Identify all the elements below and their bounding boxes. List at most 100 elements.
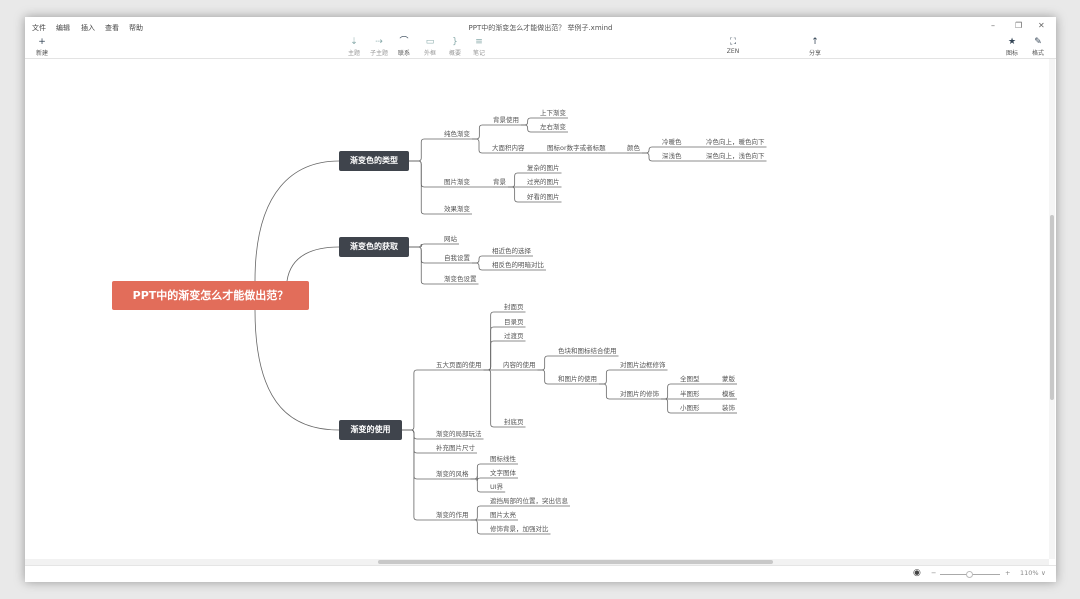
connector-line	[521, 124, 540, 133]
topic-c4[interactable]: 渐变的风格	[436, 470, 469, 478]
topic-a12[interactable]: 大面积内容	[492, 144, 525, 152]
topic-c1422[interactable]: 对图片的修饰	[620, 390, 659, 398]
menu-view[interactable]: 查看	[105, 24, 119, 32]
topic-a12211[interactable]: 冷色向上，暖色向下	[706, 138, 765, 146]
topic-c11[interactable]: 封面页	[504, 303, 524, 311]
topic-c14222[interactable]: 半图形	[680, 390, 700, 398]
topic-c15[interactable]: 封底页	[504, 418, 524, 426]
summary-icon: }	[452, 37, 458, 47]
summary-button[interactable]: }概要	[443, 37, 467, 57]
topic-c1[interactable]: 五大页面的使用	[436, 361, 482, 369]
minimize-button[interactable]: –	[991, 21, 995, 30]
topic-c142221[interactable]: 模板	[722, 390, 735, 398]
connector-line	[537, 355, 558, 371]
topic-c2[interactable]: 渐变的局部玩法	[436, 430, 482, 438]
topic-a212[interactable]: 过亮的图片	[527, 178, 560, 186]
topic-a111[interactable]: 上下渐变	[540, 109, 566, 117]
zoom-slider-handle[interactable]	[966, 571, 973, 578]
zoom-out-button[interactable]: −	[931, 569, 937, 577]
close-button[interactable]: ✕	[1038, 21, 1045, 30]
topic-b21[interactable]: 相近色的选择	[492, 247, 531, 255]
connector-line	[483, 340, 504, 371]
horizontal-scrollbar[interactable]	[25, 559, 1049, 565]
topic-c1421[interactable]: 对图片边框修饰	[620, 361, 666, 369]
topic-c142231[interactable]: 装饰	[722, 404, 735, 412]
topic-c14221[interactable]: 全图型	[680, 375, 700, 383]
topic-a21[interactable]: 背景	[493, 178, 506, 186]
zoom-in-button[interactable]: +	[1005, 569, 1011, 577]
topic-c14[interactable]: 内容的使用	[503, 361, 536, 369]
zen-button[interactable]: ⛶ZEN	[721, 37, 745, 55]
boundary-button[interactable]: ▭外框	[418, 37, 442, 57]
main-topic-types[interactable]: 渐变色的类型	[339, 151, 409, 171]
zoom-level[interactable]: 110%	[1020, 569, 1039, 577]
menu-help[interactable]: 帮助	[129, 24, 143, 32]
connector-line	[470, 478, 490, 493]
topic-a121[interactable]: 图标or数字或者标题	[547, 144, 606, 152]
connector-line	[642, 152, 662, 162]
subtopic-button[interactable]: ⇢子主题	[367, 37, 391, 57]
central-topic[interactable]: PPT中的渐变怎么才能做出范？	[112, 281, 309, 310]
topic-a211[interactable]: 复杂的图片	[527, 164, 560, 172]
format-panel-button[interactable]: ✎格式	[1026, 37, 1050, 57]
topic-c3[interactable]: 补充图片尺寸	[436, 444, 475, 452]
star-icon: ★	[1007, 37, 1017, 47]
topic-c142[interactable]: 和图片的使用	[558, 375, 597, 383]
connector-line	[402, 369, 436, 431]
topic-a3[interactable]: 效果渐变	[444, 205, 470, 213]
scroll-thumb[interactable]	[378, 560, 773, 564]
topic-c14223[interactable]: 小图形	[680, 404, 700, 412]
main-topic-obtain[interactable]: 渐变色的获取	[339, 237, 409, 257]
topic-a12221[interactable]: 深色向上，浅色向下	[706, 152, 765, 160]
topic-b3[interactable]: 渐变色设置	[444, 275, 477, 283]
topic-a1[interactable]: 纯色渐变	[444, 130, 470, 138]
menu-insert[interactable]: 插入	[81, 24, 95, 32]
topic-button[interactable]: ⇣主题	[342, 37, 366, 57]
topic-c13[interactable]: 过渡页	[504, 332, 524, 340]
mindmap-canvas[interactable]: PPT中的渐变怎么才能做出范？ 渐变色的类型 渐变色的获取 渐变的使用 纯色渐变…	[25, 59, 1049, 559]
eye-icon[interactable]: ◉	[913, 568, 921, 578]
share-icon: ↑	[811, 37, 819, 47]
topic-a11[interactable]: 背景使用	[493, 116, 519, 124]
subtopic-icon: ⇢	[375, 37, 383, 47]
topic-c51[interactable]: 遮挡局部的位置，突出信息	[490, 497, 568, 505]
topic-c41[interactable]: 图标线性	[490, 455, 516, 463]
topic-a2[interactable]: 图片渐变	[444, 178, 470, 186]
maximize-button[interactable]: ❐	[1015, 21, 1023, 30]
fullscreen-icon: ⛶	[729, 37, 737, 47]
topic-a1221[interactable]: 冷暖色	[662, 138, 682, 146]
brush-icon: ✎	[1034, 37, 1042, 47]
connector-line	[508, 172, 527, 188]
icon-panel-button[interactable]: ★图标	[1000, 37, 1024, 57]
connector-line	[642, 146, 662, 154]
main-topic-usage[interactable]: 渐变的使用	[339, 420, 402, 440]
menu-file[interactable]: 文件	[32, 24, 46, 32]
topic-c141[interactable]: 色块和图标结合使用	[558, 347, 617, 355]
topic-b22[interactable]: 相反色的明暗对比	[492, 261, 544, 269]
menu-edit[interactable]: 编辑	[56, 24, 70, 32]
topic-a112[interactable]: 左右渐变	[540, 123, 566, 131]
chevron-down-icon[interactable]: ∨	[1041, 569, 1046, 577]
topic-a213[interactable]: 好看的图片	[527, 193, 560, 201]
topic-c42[interactable]: 文字图体	[490, 469, 516, 477]
connector-line	[402, 429, 436, 454]
topic-b2[interactable]: 自我设置	[444, 254, 470, 262]
topic-c43[interactable]: UI界	[490, 483, 504, 491]
new-button[interactable]: +新建	[30, 37, 54, 57]
zoom-slider[interactable]	[940, 571, 1000, 578]
vertical-scrollbar[interactable]	[1049, 59, 1055, 559]
toolbar: +新建 ⇣主题 ⇢子主题 ⌒联系 ▭外框 }概要 ≡笔记 ⛶ZEN ↑分享 ★图…	[25, 35, 1056, 59]
relationship-button[interactable]: ⌒联系	[392, 37, 416, 57]
share-button[interactable]: ↑分享	[803, 37, 827, 57]
topic-a1222[interactable]: 深浅色	[662, 152, 682, 160]
connector-line	[409, 243, 444, 248]
topic-c142211[interactable]: 蒙版	[722, 375, 735, 383]
topic-c53[interactable]: 修饰背景，加强对比	[490, 525, 549, 533]
topic-c12[interactable]: 目录页	[504, 318, 524, 326]
note-button[interactable]: ≡笔记	[467, 37, 491, 57]
topic-c5[interactable]: 渐变的作用	[436, 511, 469, 519]
topic-a122[interactable]: 颜色	[627, 144, 640, 152]
topic-b1[interactable]: 网站	[444, 235, 457, 243]
scroll-thumb[interactable]	[1050, 215, 1054, 400]
topic-c52[interactable]: 图片太亮	[490, 511, 516, 519]
